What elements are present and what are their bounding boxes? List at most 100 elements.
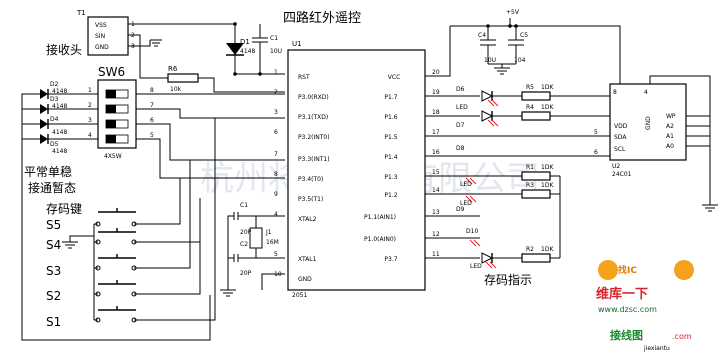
mcu-pin-num-17: 17 bbox=[432, 129, 440, 136]
mcu-pin-name-14: P1.2 bbox=[384, 192, 397, 199]
mcu-pin-name-1: RST bbox=[298, 74, 310, 81]
r5-body bbox=[521, 91, 551, 101]
receiver-pin-vss: VSS bbox=[95, 22, 107, 29]
diode-d5 bbox=[40, 134, 49, 144]
mode-label-2: 接通暂态 bbox=[28, 180, 76, 195]
eeprom-pin-vdd: VDD bbox=[614, 123, 628, 130]
r5-ref: R5 bbox=[526, 84, 534, 91]
mcu-pin-num-13: 13 bbox=[432, 209, 440, 216]
key-s3-wire bbox=[94, 160, 191, 269]
sw6-pin-2: 2 bbox=[88, 102, 92, 109]
mcu-pin-num-16: 16 bbox=[432, 149, 440, 156]
key-s5-plunger bbox=[98, 208, 136, 213]
crystal-body bbox=[249, 227, 263, 249]
led-label-2: LED bbox=[460, 181, 472, 188]
sw6-pin-8: 8 bbox=[150, 87, 154, 94]
sw6-pin-1: 1 bbox=[88, 87, 92, 94]
mcu-pin-num-9: 9 bbox=[274, 191, 278, 198]
key-s5: S5 bbox=[46, 178, 181, 232]
key-s2: S2 bbox=[46, 242, 201, 303]
sw6-part: 4X5W bbox=[104, 153, 122, 160]
mcu-pin-num-18: 18 bbox=[432, 109, 440, 116]
mcu-body bbox=[287, 49, 426, 291]
reset-circuit: R6 10k D1 4148 C1 10U bbox=[167, 22, 285, 93]
r5-value: 1DK bbox=[541, 84, 554, 91]
d2-ref: D2 bbox=[50, 81, 59, 88]
mcu-pin-name-7: P3.3(INT1) bbox=[298, 156, 330, 163]
c2-xtal-value: 20P bbox=[240, 270, 252, 277]
crystal-oscillator: C1 20P C2 20P J1 16M bbox=[220, 202, 285, 297]
r6-to-p30 bbox=[198, 77, 285, 93]
eeprom-gnd-label: GND bbox=[645, 116, 652, 130]
key-s2-name: S2 bbox=[46, 289, 61, 303]
mcu-pin-name-5: XTAL1 bbox=[298, 256, 317, 263]
c5-cap bbox=[508, 26, 524, 64]
sw6-to-p33 bbox=[136, 123, 285, 161]
receiver-pin-sin: SIN bbox=[95, 33, 105, 40]
key-group: 存码键 S5 S4 S3 S2 bbox=[46, 118, 216, 329]
eeprom-ref: U2 bbox=[612, 163, 620, 170]
c5-value: 104 bbox=[514, 57, 526, 64]
logo-left-icon bbox=[598, 260, 618, 280]
eeprom-u2: U2 24C01 VDD SDA SCL WP A2 A1 A0 GND 8 4… bbox=[594, 75, 718, 212]
sw6-left-wires bbox=[60, 93, 98, 140]
key-s3: S3 bbox=[46, 160, 191, 278]
sw6-to-p34 bbox=[136, 138, 285, 179]
eeprom-num-sda: 5 bbox=[594, 129, 598, 136]
keys-label: 存码键 bbox=[46, 202, 82, 216]
d3-value: 4148 bbox=[52, 103, 67, 110]
eeprom-num-gnd: 4 bbox=[644, 89, 648, 96]
mcu-pin-name-8: P3.4(T0) bbox=[298, 176, 323, 183]
c2-xtal-plates bbox=[233, 254, 239, 262]
c4-value: 10U bbox=[484, 57, 496, 64]
crystal-ref: J1 bbox=[265, 229, 272, 236]
mcu-ref: U1 bbox=[292, 40, 302, 48]
d2-value: 4148 bbox=[52, 88, 67, 95]
corner-logo-main: 接线图 bbox=[610, 328, 643, 342]
crystal-value: 16M bbox=[266, 239, 279, 246]
r4-body bbox=[521, 111, 551, 121]
key-s4: S4 bbox=[46, 198, 201, 252]
mcu-pin-num-19: 19 bbox=[432, 89, 440, 96]
c1-xtal-value: 20P bbox=[240, 229, 252, 236]
sw6-pin-7: 7 bbox=[150, 102, 154, 109]
c5-ref: C5 bbox=[520, 32, 528, 39]
c2-xtal-ref: C2 bbox=[240, 241, 248, 248]
mcu-pin-num-14: 14 bbox=[432, 187, 440, 194]
xtal-cap-leads bbox=[238, 215, 250, 259]
key-s1-name: S1 bbox=[46, 315, 61, 329]
d5-value: 4148 bbox=[52, 148, 67, 155]
r2-ref: R2 bbox=[526, 246, 534, 253]
d9-ref: D9 bbox=[456, 206, 465, 213]
c1-reset-value: 10U bbox=[270, 48, 282, 55]
mcu-right-pins: VCC20P1.719P1.618P1.517P1.416P1.315P1.21… bbox=[364, 69, 440, 263]
mcu-pin-num-5: 5 bbox=[274, 251, 278, 258]
eeprom-ground-symbol bbox=[702, 204, 718, 212]
eeprom-addr-wires bbox=[686, 115, 710, 147]
r1-value: 1DK bbox=[541, 164, 554, 171]
receiver-pin-gnd: GND bbox=[95, 44, 109, 51]
sw6-ref: SW6 bbox=[98, 65, 125, 79]
d6-ref: D6 bbox=[456, 86, 465, 93]
mcu-pin-name-11: P3.7 bbox=[384, 256, 397, 263]
diode-d3 bbox=[40, 104, 49, 114]
mode-label-1: 平常单稳 bbox=[24, 164, 72, 179]
d5-ref: D5 bbox=[50, 141, 59, 148]
mcu-pin-name-4: XTAL2 bbox=[298, 216, 317, 223]
key-s1: S1 bbox=[46, 118, 216, 329]
r1-body bbox=[521, 171, 551, 181]
power-supply: +5V C4 10U 104 C5 bbox=[425, 9, 621, 84]
mcu-u1: U1 2051 RST1P3.0(RXD)2P3.1(TXD)3P3.2(INT… bbox=[274, 40, 440, 299]
logo-tag: 找IC bbox=[618, 264, 637, 276]
receiver-body bbox=[87, 16, 129, 56]
logo-watermark: 找IC 维库一下 www.dzsc.com 接线图 .com jiexiantu bbox=[596, 260, 694, 352]
mcu-pin-name-18: P1.6 bbox=[384, 114, 397, 121]
sw6-pin-3: 3 bbox=[88, 117, 92, 124]
mcu-pin-num-3: 3 bbox=[274, 109, 278, 116]
diode-leads bbox=[48, 93, 60, 140]
mcu-pin-num-7: 7 bbox=[274, 151, 278, 158]
eeprom-pin-a2: A2 bbox=[666, 123, 674, 130]
diode-bus bbox=[21, 93, 211, 341]
d1-value: 4148 bbox=[240, 48, 255, 55]
